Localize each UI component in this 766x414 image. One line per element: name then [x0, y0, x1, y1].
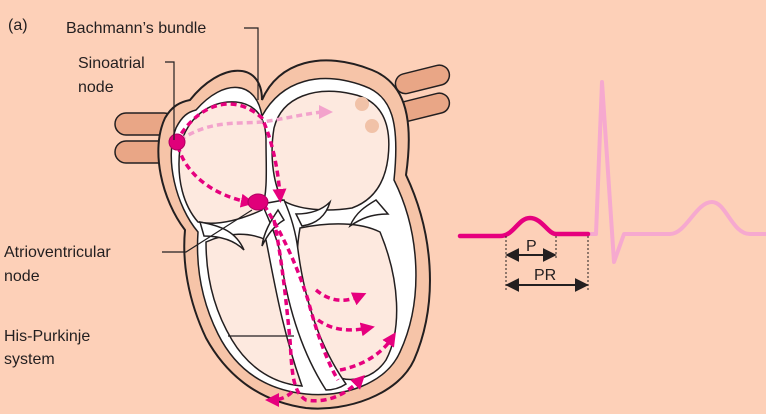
p-label: P [526, 238, 537, 255]
pr-label: PR [534, 267, 556, 284]
sinoatrial-label-line2: node [78, 79, 114, 96]
av-label-line2: node [4, 268, 40, 285]
sinoatrial-node [169, 134, 185, 150]
left-atrium [272, 91, 389, 210]
pulmonary-vein-opening-upper [355, 97, 369, 111]
ecg-highlight-p-wave [460, 218, 588, 236]
his-label-line1: His-Purkinje [4, 328, 90, 345]
panel-label: (a) [8, 17, 28, 34]
sinoatrial-label-line1: Sinoatrial [78, 55, 145, 72]
vessel-right-upper [393, 63, 451, 96]
ecg-faded-trace [588, 82, 766, 262]
pulmonary-vein-opening-lower [365, 119, 379, 133]
his-label-line2: system [4, 351, 55, 368]
ecg-trace [460, 82, 766, 262]
av-label-line1: Atrioventricular [4, 244, 111, 261]
bachmann-label: Bachmann’s bundle [66, 20, 206, 37]
atrioventricular-node [248, 194, 268, 210]
